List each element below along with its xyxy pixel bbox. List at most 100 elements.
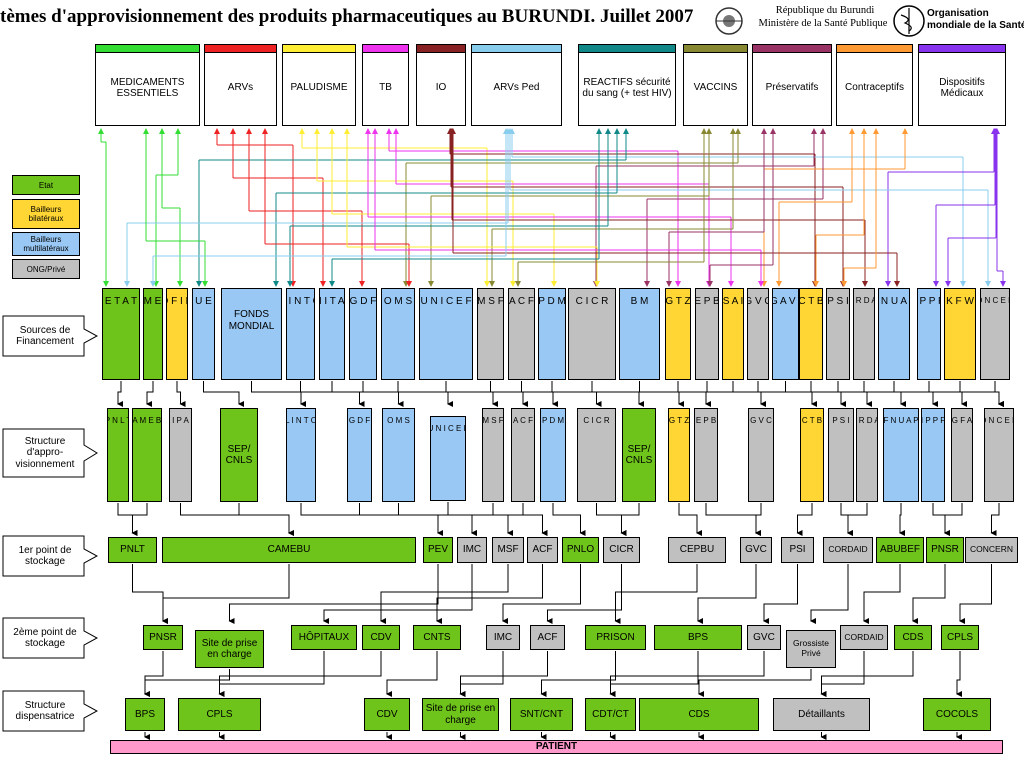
source-box-3: U E: [192, 288, 215, 380]
dispensing-5: CDT/CT: [585, 698, 636, 731]
product-box-2: PALUDISME: [282, 44, 356, 126]
first-storage-14: CONCERN: [965, 537, 1018, 563]
structure-box-3: SEP/ CNLS: [220, 408, 258, 502]
product-color-bar: [205, 45, 276, 53]
row-arrow-icon: [2, 617, 98, 659]
product-box-8: Préservatifs: [752, 44, 832, 126]
source-box-15: G T Z: [665, 288, 691, 380]
row-label-structure: Structure d'appro-visionnement: [2, 428, 98, 478]
second-storage-8: BPS: [654, 625, 742, 650]
structure-box-1: C A M E B U: [132, 408, 162, 502]
structure-box-4: C L I N T O N: [286, 408, 316, 502]
first-storage-9: GVC: [740, 537, 772, 563]
second-storage-11: CORDAID: [840, 625, 888, 650]
dispensing-6: CDS: [639, 698, 759, 731]
source-box-25: K F W: [944, 288, 976, 380]
second-storage-12: CDS: [894, 625, 932, 650]
product-box-7: VACCINS: [683, 44, 748, 126]
product-color-bar: [684, 45, 747, 53]
legend-multilateral: Bailleurs multilatéraux: [12, 232, 80, 256]
product-color-bar: [472, 45, 561, 53]
structure-box-5: G D F: [347, 408, 372, 502]
source-box-8: O M S: [381, 288, 415, 380]
dispensing-3: Site de prise en charge: [422, 698, 499, 731]
source-box-19: G A V I: [772, 288, 799, 380]
row-label-dispensing: Structure dispensatrice: [2, 690, 98, 732]
structure-box-2: I P A: [169, 408, 192, 502]
product-color-bar: [417, 45, 465, 53]
first-storage-2: PEV: [423, 537, 453, 563]
first-storage-6: PNLO: [562, 537, 599, 563]
row-label-text: Structure d'appro-visionnement: [15, 435, 75, 470]
structure-box-6: O M S: [382, 408, 415, 502]
republic-line-2: Ministère de la Santé Publique: [758, 18, 888, 29]
second-storage-1: Site de prise en charge: [195, 630, 264, 668]
first-storage-12: ABUBEF: [876, 537, 924, 563]
source-box-12: P D M: [538, 288, 566, 380]
source-box-16: C E P B U: [695, 288, 719, 380]
row-label-text: Structure dispensatrice: [15, 699, 75, 723]
source-box-11: A C F: [508, 288, 535, 380]
source-box-23: F N U A P: [878, 288, 910, 380]
product-color-bar: [283, 45, 355, 53]
source-box-14: B M: [619, 288, 660, 380]
row-arrow-icon: [2, 315, 98, 357]
product-color-bar: [96, 45, 199, 53]
dispensing-2: CDV: [364, 698, 410, 731]
second-storage-2: HÔPITAUX: [291, 625, 357, 650]
second-storage-6: ACF: [530, 625, 565, 650]
who-line-1: Organisation: [927, 8, 989, 19]
source-box-21: P S I: [826, 288, 850, 380]
structure-box-0: P N L T: [107, 408, 129, 502]
structure-box-8: M S F: [482, 408, 504, 502]
structure-box-20: I P P F: [921, 408, 945, 502]
source-box-0: E T A T: [102, 288, 140, 380]
second-storage-0: PNSR: [143, 625, 183, 650]
second-storage-5: IMC: [486, 625, 520, 650]
source-box-24: I P P F: [917, 288, 941, 380]
row-label-text: 2ème point de stockage: [13, 626, 77, 650]
first-storage-1: CAMEBU: [162, 537, 416, 563]
structure-box-21: G F A: [951, 408, 973, 502]
product-box-1: ARVs: [204, 44, 277, 126]
second-storage-3: CDV: [362, 625, 400, 650]
first-storage-8: CEPBU: [668, 537, 726, 563]
row-arrow-icon: [2, 535, 98, 577]
structure-box-9: A C F: [511, 408, 535, 502]
first-storage-11: CORDAID: [823, 537, 873, 563]
row-arrow-icon: [2, 428, 98, 478]
first-storage-0: PNLT: [108, 537, 157, 563]
product-color-bar: [363, 45, 408, 53]
republic-line-1: République du Burundi: [775, 5, 875, 16]
source-box-7: G D F: [349, 288, 377, 380]
first-storage-3: IMC: [457, 537, 487, 563]
structure-box-15: G V C: [748, 408, 774, 502]
structure-box-13: G T Z: [668, 408, 690, 502]
source-box-6: U N I T A I D: [319, 288, 345, 380]
patient-bar: PATIENT: [110, 740, 1003, 754]
second-storage-7: PRISON: [585, 625, 646, 650]
source-box-1: C A M E B U: [143, 288, 163, 380]
dispensing-1: CPLS: [178, 698, 261, 731]
source-box-2: D F I D: [166, 288, 188, 380]
dispensing-0: BPS: [125, 698, 165, 731]
source-box-9: U N I C E F: [419, 288, 473, 380]
structure-box-12: SEP/ CNLS: [622, 408, 656, 502]
product-box-5: ARVs Ped: [471, 44, 562, 126]
product-box-10: Dispositifs Médicaux: [918, 44, 1006, 126]
source-box-18: G V C: [747, 288, 769, 380]
first-storage-10: PSI: [781, 537, 814, 563]
product-box-6: REACTIFS sécurité du sang (+ test HIV): [578, 44, 676, 126]
row-label-sources: Sources de Financement: [2, 315, 98, 357]
burundi-seal-icon: [715, 5, 925, 37]
who-line-2: mondiale de la Santé: [927, 20, 1024, 31]
header-logos: République du Burundi Ministère de la Sa…: [715, 3, 1024, 39]
source-box-22: C O R D A I D: [853, 288, 875, 380]
product-box-3: TB: [362, 44, 409, 126]
structure-box-22: C O N C E R N: [984, 408, 1014, 502]
product-box-0: MEDICAMENTS ESSENTIELS: [95, 44, 200, 126]
product-color-bar: [919, 45, 1005, 53]
row-label-text: 1er point de stockage: [18, 544, 72, 568]
source-box-13: C I C R: [568, 288, 616, 380]
second-storage-4: CNTS: [413, 625, 461, 650]
